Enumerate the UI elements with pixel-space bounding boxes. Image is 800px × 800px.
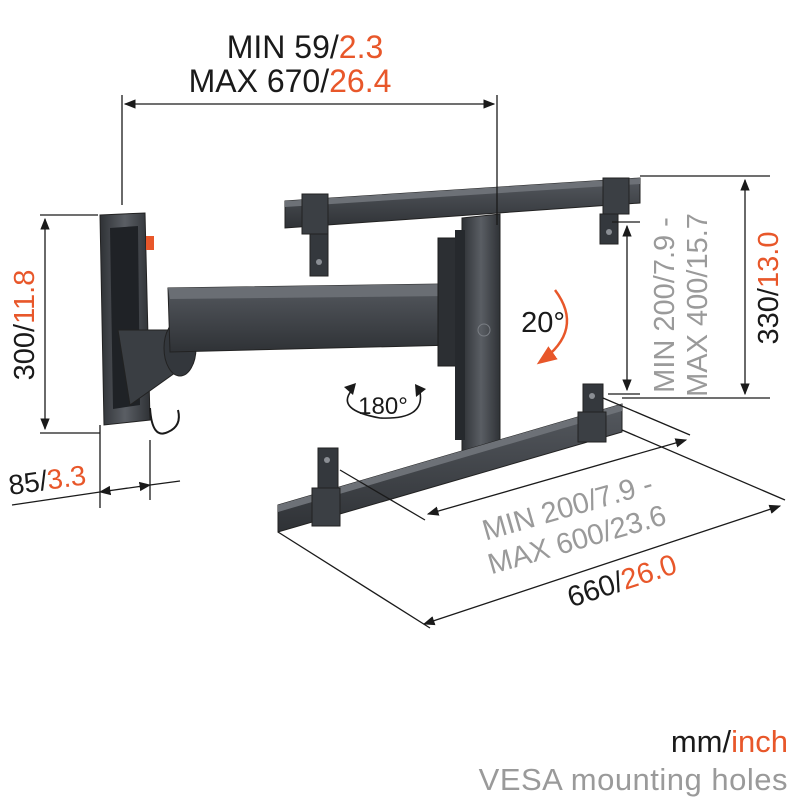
- top-rail: [284, 177, 641, 277]
- brand-mark: [477, 323, 491, 337]
- tilt-indicator: [536, 289, 569, 365]
- vesa-vertical-label: MIN 200/7.9 - MAX 400/15.7: [649, 213, 714, 397]
- arm-extension-max-label: MAX 670/26.4: [189, 63, 392, 99]
- arm-extension-min-label: MIN 59/2.3: [227, 29, 384, 65]
- plate-height-label: 300/11.8: [9, 270, 41, 381]
- swivel-indicator: [344, 383, 426, 419]
- svg-text:MIN 200/7.9 -: MIN 200/7.9 -: [649, 217, 681, 393]
- svg-text:MAX 400/15.7: MAX 400/15.7: [682, 213, 714, 397]
- wall-depth-label: 85/3.3: [7, 459, 88, 501]
- vesa-caption: VESA mounting holes: [478, 762, 788, 797]
- units-mm-label: mm/: [670, 724, 732, 759]
- swivel-angle-label: 180°: [358, 393, 408, 420]
- dimension-lines: [11, 95, 786, 629]
- tilt-angle-label: 20°: [521, 307, 565, 339]
- swivel-arm: [117, 237, 463, 406]
- units-inch-label: inch: [731, 724, 788, 759]
- cable: [149, 407, 180, 435]
- center-column: [455, 213, 501, 453]
- units-legend: mm/inch: [671, 724, 788, 760]
- tv-bracket-illustration: [99, 177, 641, 533]
- frame-height-label: 330/13.0: [753, 232, 785, 345]
